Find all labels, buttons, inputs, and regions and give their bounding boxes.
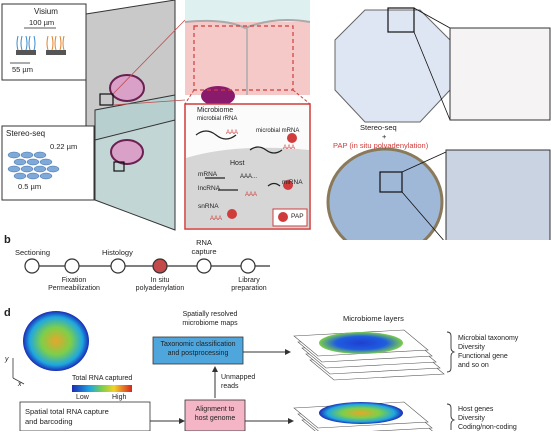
tissue-top-box (99, 93, 114, 106)
host-layers-desc: Host genes Diversity Coding/non-coding (458, 406, 517, 432)
tissue-bottom-box (113, 161, 125, 172)
alignment-box (184, 399, 246, 431)
microbiome-brace (446, 331, 456, 373)
zoom-red-dashed (193, 25, 294, 91)
inset-host-region (186, 147, 309, 228)
colorbar-title: Total RNA captured (72, 375, 133, 382)
tissue-zoom-box (379, 171, 403, 193)
stereo-slide (94, 119, 176, 231)
step-circle-3 (110, 258, 126, 274)
microbiome-layers-title: Microbiome layers (343, 314, 404, 323)
panel-b-letter: b (4, 234, 11, 246)
panel-d-letter: d (4, 307, 11, 319)
panel-d-graphics (12, 311, 456, 431)
unmapped-label: Unmapped reads (221, 374, 256, 390)
host-layer-stack (293, 401, 433, 431)
octagon-zoom-box (387, 7, 415, 33)
inset-pap-legend: PAP (291, 213, 304, 220)
arrow-head-1 (285, 349, 291, 355)
taxonomic-box (152, 336, 244, 365)
visium-callout (1, 3, 87, 81)
step-circle-5 (196, 258, 212, 274)
microbiome-layers-desc: Microbial taxonomy Diversity Functional … (458, 335, 519, 370)
tissue-bottom (110, 139, 144, 165)
right-title-2: + (382, 132, 387, 141)
tissue-zoom-line-1 (401, 151, 447, 173)
colorbar (72, 385, 132, 392)
right-title-1: Stereo-seq (360, 123, 397, 132)
octagon-grid (334, 9, 451, 123)
visium-label: Visium (34, 7, 58, 16)
panel-a-graphics (1, 0, 551, 240)
inset-aaa-3: AAA... (240, 174, 258, 180)
taxonomic-box-label: Taxonomic classification and postprocess… (160, 341, 236, 358)
pap-enzyme-1 (287, 133, 297, 143)
pap-enzyme-2 (283, 180, 293, 190)
step-6-bottom: Library preparation (231, 277, 267, 293)
tissue-top (109, 74, 145, 102)
stereo-nanoballs (7, 151, 60, 180)
pap-legend-icon (278, 212, 288, 222)
stereo-dim-2: 0.5 µm (18, 182, 42, 191)
inset-snrna-label: snRNA (198, 203, 219, 210)
inset-aaa-1: AAA (226, 130, 239, 136)
step-1-top: Sectioning (15, 248, 51, 257)
inset-mirna-label: miRNA (282, 179, 303, 186)
right-title-3: PAP (in situ polyadenylation) (333, 141, 429, 150)
visium-probes (10, 27, 66, 64)
colorbar-high: High (112, 394, 127, 401)
step-4-bottom: In situ polyadenylation (135, 277, 185, 293)
host-brace (446, 403, 456, 430)
inset-aaa-2: AAA (283, 145, 296, 151)
total-rna-heatmap (23, 311, 89, 371)
axis-x-label: x (18, 381, 22, 388)
colorbar-low: Low (76, 394, 89, 401)
inset-aaa-5: AAA (210, 216, 223, 222)
arrow-head-2 (212, 366, 218, 372)
rna-strands (195, 130, 283, 191)
step-2-bottom: Fixation Permeabilization (48, 277, 100, 293)
microbiome-layer-stack (293, 329, 445, 381)
visium-dim-2: 55 µm (12, 65, 33, 74)
axis-x-line (12, 377, 25, 385)
octagon-zoom-line-2 (413, 31, 451, 121)
spatial-total-box (19, 401, 151, 431)
spatial-maps-label: Spatially resolved microbiome maps (182, 311, 238, 327)
alignment-box-label: Alignment to host genome (194, 406, 236, 423)
stereo-dim-1: 0.22 µm (50, 142, 78, 151)
nucleus (201, 86, 235, 106)
connector-line-1 (112, 19, 186, 95)
tissue-section (326, 147, 444, 240)
zoom-line-right (292, 89, 311, 105)
arrow-head-3 (179, 418, 185, 424)
spatial-total-box-label: Spatial total RNA capture and barcoding (25, 407, 109, 426)
cell-membrane (184, 19, 311, 30)
pap-enzyme-3 (227, 209, 237, 219)
panel-b-timeline (24, 258, 270, 274)
step-circle-2 (64, 258, 80, 274)
tissue-zoom-line-2 (401, 191, 444, 240)
axis-y-label: y (5, 356, 9, 363)
tissue-zoom (445, 149, 551, 240)
stereo-label: Stereo-seq (6, 129, 46, 138)
visium-dim-1: 100 µm (29, 18, 55, 27)
step-circle-4 (152, 258, 168, 274)
arrow-head-4 (288, 418, 294, 424)
connector-line-2 (112, 99, 186, 106)
step-circle-6 (240, 258, 256, 274)
inset-microbial-rrna: microbial rRNA (197, 116, 238, 122)
step-5-top: RNA capture (191, 238, 217, 256)
octagon-zoom-line-1 (413, 7, 451, 29)
inset-lncrna-label: lncRNA (198, 185, 221, 192)
inset-microbiome-label: Microbiome (197, 107, 234, 114)
step-3-top: Histology (102, 248, 133, 257)
inset-mrna-label: mRNA (198, 171, 218, 178)
inset-host-label: Host (230, 160, 245, 167)
inset-microbial-mrna: microbial mRNA (256, 128, 300, 134)
inset-aaa-4: AAA (245, 192, 258, 198)
step-circle-1 (24, 258, 40, 274)
zoom-grid (449, 27, 551, 121)
cell-zoom-top (185, 0, 310, 22)
zoom-line-left (184, 89, 195, 105)
